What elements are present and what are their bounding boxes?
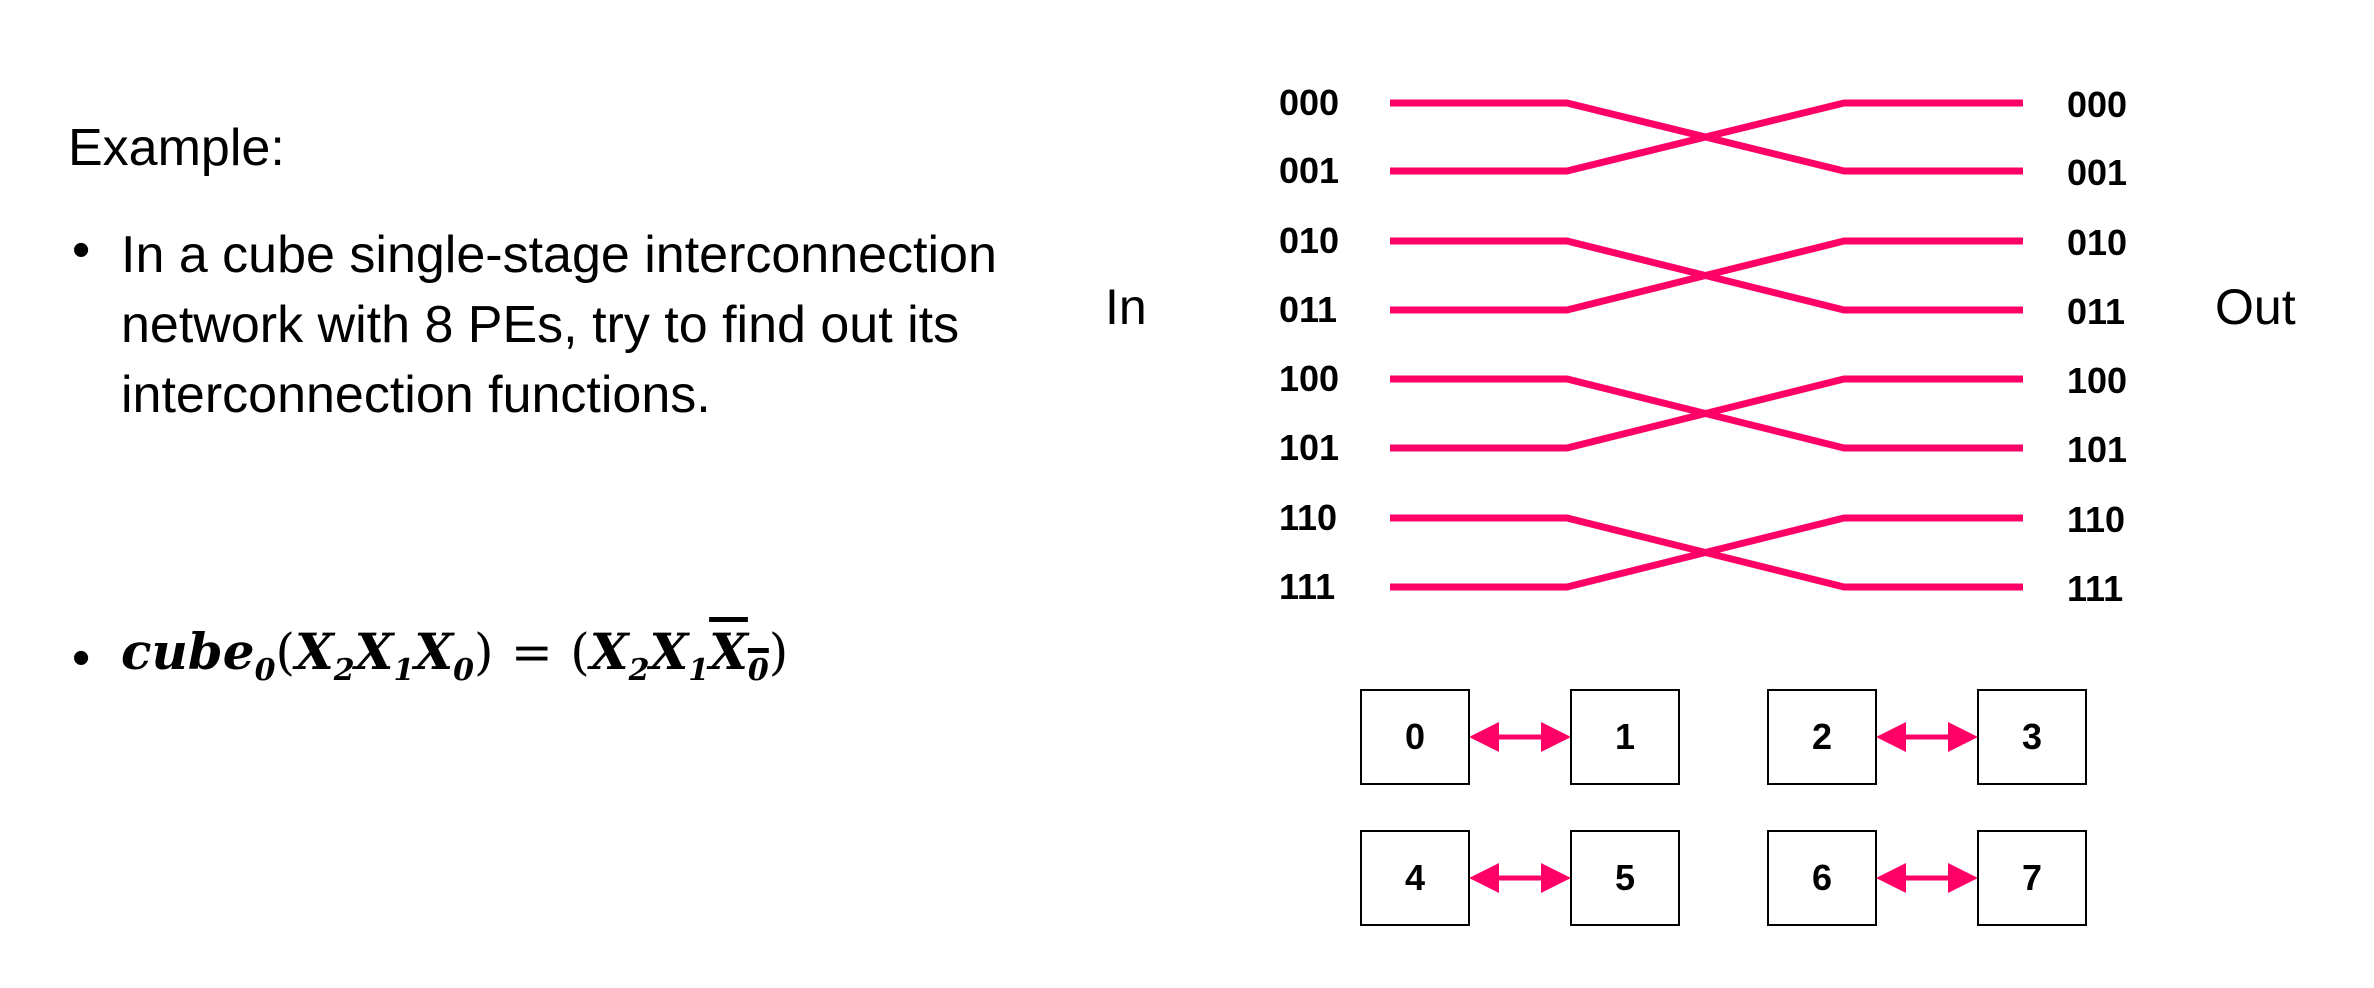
- output-label: 000: [2067, 84, 2127, 125]
- output-label: 010: [2067, 222, 2127, 263]
- wire-101: [1390, 375, 2023, 452]
- input-label: 010: [1279, 220, 1339, 261]
- wire-111: [1390, 514, 2023, 591]
- input-label: 111: [1279, 566, 1335, 607]
- output-label: 011: [2067, 291, 2125, 332]
- pe-box: 5: [1570, 830, 1680, 926]
- bullet: •: [72, 221, 91, 279]
- wire-011: [1390, 237, 2023, 314]
- out-label: Out: [2215, 279, 2296, 335]
- output-label: 100: [2067, 360, 2127, 401]
- pe-box: 2: [1767, 689, 1877, 785]
- pe-box: 0: [1360, 689, 1470, 785]
- cube-formula: cube0(X2X1X0) = (X2X1X0): [121, 622, 789, 688]
- output-label: 001: [2067, 152, 2127, 193]
- pe-box: 6: [1767, 830, 1877, 926]
- input-label: 101: [1279, 427, 1339, 468]
- input-label: 001: [1279, 150, 1339, 191]
- question-text: In a cube single-stage interconnection n…: [121, 226, 997, 424]
- input-label: 100: [1279, 358, 1339, 399]
- output-label: 111: [2067, 568, 2123, 609]
- wire-001: [1390, 99, 2023, 175]
- input-label: 000: [1279, 82, 1339, 123]
- pe-box: 1: [1570, 689, 1680, 785]
- pe-box: 3: [1977, 689, 2087, 785]
- pe-box: 4: [1360, 830, 1470, 926]
- input-label: 110: [1279, 497, 1337, 538]
- example-heading: Example:: [68, 119, 285, 177]
- bullet: •: [72, 629, 91, 687]
- input-label: 011: [1279, 289, 1337, 330]
- output-label: 110: [2067, 499, 2125, 540]
- pe-box: 7: [1977, 830, 2087, 926]
- output-label: 101: [2067, 429, 2127, 470]
- in-label: In: [1105, 279, 1147, 335]
